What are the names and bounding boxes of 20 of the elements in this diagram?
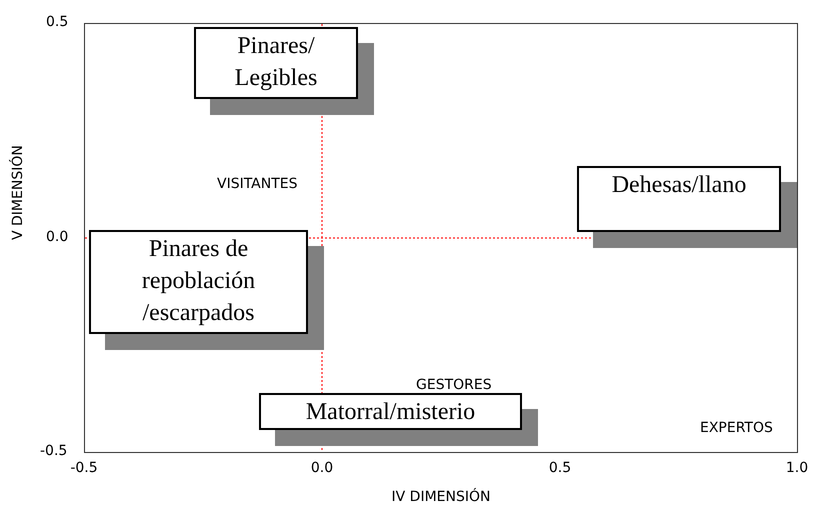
- axis-title: IV DIMENSIÓN: [392, 490, 490, 504]
- group-label: GESTORES: [416, 378, 492, 392]
- tick-label: 0.5: [548, 461, 572, 475]
- tick-label: -0.5: [40, 444, 68, 458]
- tick-label: 0.0: [310, 461, 334, 475]
- group-label: VISITANTES: [217, 177, 298, 191]
- box-label: Pinares de repoblación /escarpados: [140, 235, 256, 328]
- tick-label: 0.0: [46, 230, 68, 244]
- box-label: Pinares/ Legibles: [234, 32, 318, 93]
- label-box: [259, 393, 522, 430]
- label-box: [194, 27, 358, 99]
- axis-title: V DIMENSIÓN: [11, 145, 25, 240]
- box-label: Matorral/misterio: [304, 398, 476, 427]
- tick-label: 0.5: [46, 15, 68, 29]
- group-label: EXPERTOS: [700, 421, 773, 435]
- label-box: [89, 230, 308, 334]
- box-label: Dehesas/llano: [610, 171, 748, 200]
- label-box: [577, 166, 781, 232]
- tick-label: -0.5: [70, 461, 98, 475]
- tick-label: 1.0: [786, 461, 808, 475]
